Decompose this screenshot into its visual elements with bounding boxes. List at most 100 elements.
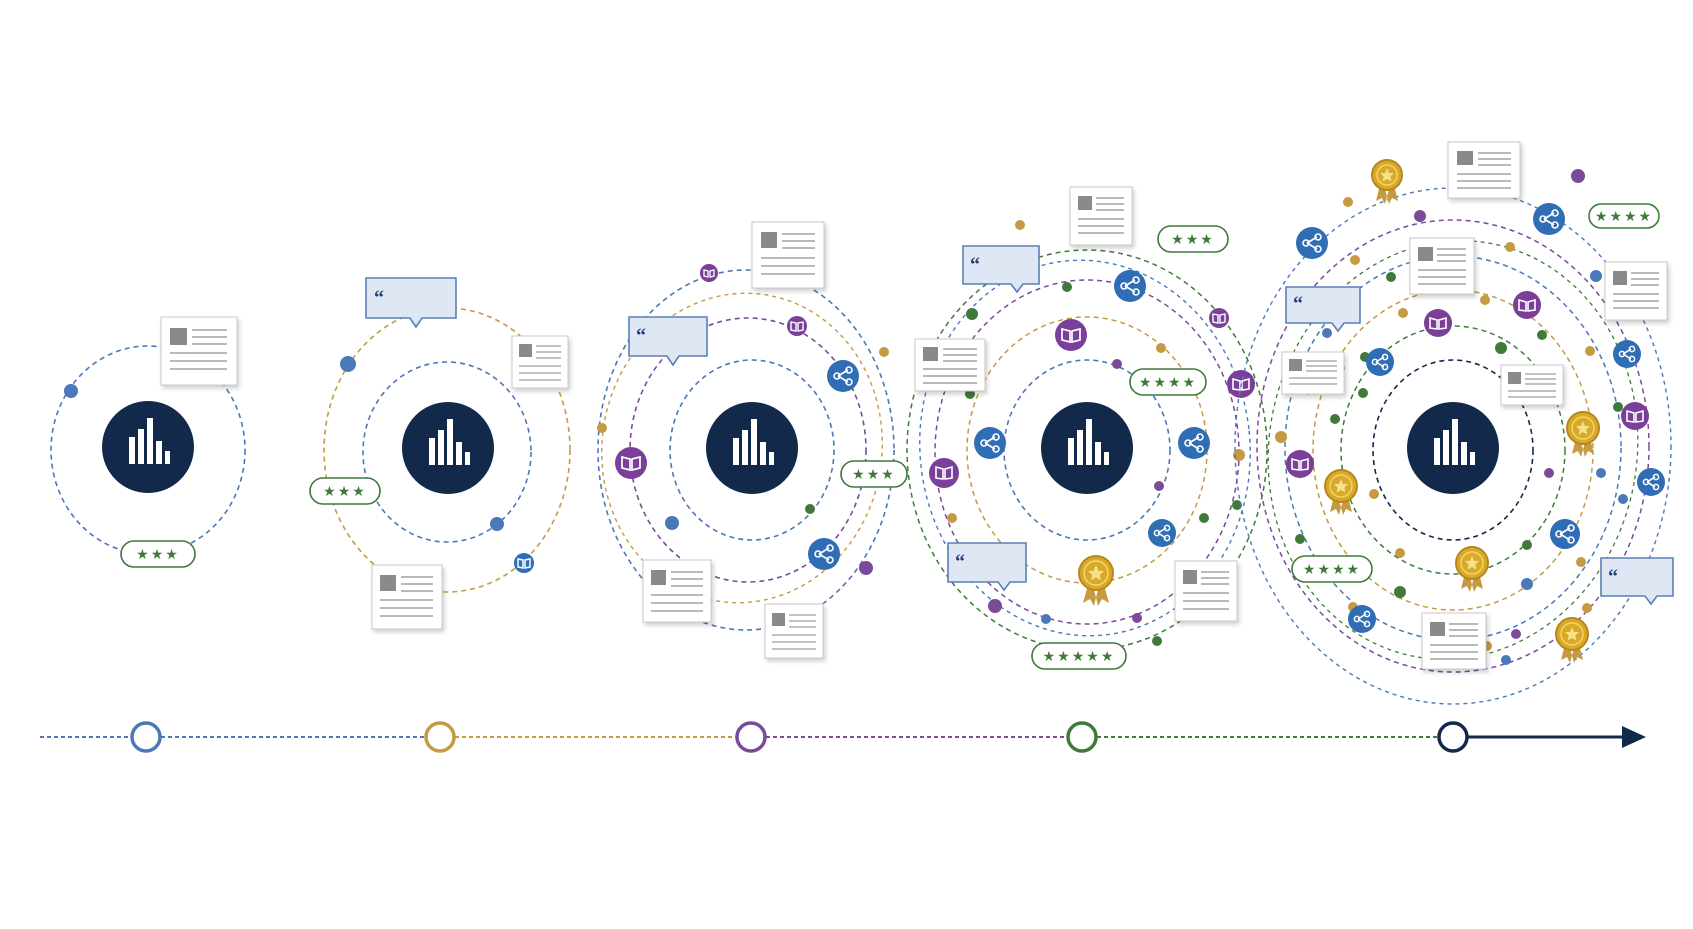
dot-node — [1394, 586, 1406, 598]
building-chart-icon — [1434, 419, 1475, 465]
dot-node — [1582, 603, 1592, 613]
quote-mark: “ — [374, 287, 384, 309]
quote-mark: “ — [636, 325, 646, 347]
quote-bubble: “ — [962, 245, 1040, 294]
orbit-ring — [1372, 359, 1534, 541]
share-icon — [974, 427, 1006, 459]
dot-node — [1544, 468, 1554, 478]
dot-node — [64, 384, 78, 398]
quote-bubble: “ — [628, 316, 708, 367]
rating-badge: ★★★★★ — [1031, 642, 1127, 670]
book-icon — [1621, 402, 1649, 430]
rating-badge: ★★★★ — [1291, 555, 1373, 583]
book-icon — [1286, 450, 1314, 478]
quote-bubble: “ — [947, 542, 1027, 592]
dot-node — [879, 347, 889, 357]
dot-node — [1154, 481, 1164, 491]
arrow-right-icon — [1622, 726, 1646, 748]
orbit-ring — [919, 259, 1251, 637]
share-icon — [1533, 203, 1565, 235]
dot-node — [1414, 210, 1426, 222]
share-icon — [827, 360, 859, 392]
book-icon — [929, 458, 959, 488]
dot-node — [1537, 330, 1547, 340]
rating-stars: ★★★★ — [1139, 375, 1197, 391]
dot-node — [1015, 220, 1025, 230]
quote-mark: “ — [1608, 566, 1618, 588]
dot-node — [1233, 449, 1245, 461]
book-icon — [1513, 291, 1541, 319]
dot-node — [1041, 614, 1051, 624]
document-card — [1604, 261, 1668, 321]
stage-2: “ ★★★ — [309, 277, 571, 630]
timeline-marker — [735, 721, 767, 753]
orbit-ring — [1267, 240, 1639, 660]
medal-icon — [1078, 555, 1114, 606]
dot-node — [1522, 540, 1532, 550]
rating-stars: ★★★★★ — [1043, 649, 1116, 665]
dot-node — [966, 308, 978, 320]
share-icon — [1348, 605, 1376, 633]
dot-node — [1585, 346, 1595, 356]
share-icon — [1550, 519, 1580, 549]
dot-node — [1275, 431, 1287, 443]
rating-badge: ★★★ — [840, 460, 908, 488]
document-card — [371, 564, 443, 630]
orbit-ring — [629, 317, 867, 583]
book-icon — [1424, 309, 1452, 337]
rating-badge: ★★★ — [120, 540, 196, 568]
dot-node — [1330, 414, 1340, 424]
dot-node — [1343, 197, 1353, 207]
quote-mark: “ — [970, 254, 980, 276]
dot-node — [1132, 613, 1142, 623]
rating-badge: ★★★ — [1157, 225, 1229, 253]
dot-node — [1398, 308, 1408, 318]
rating-stars: ★★★ — [323, 484, 367, 500]
book-icon — [1055, 319, 1087, 351]
medal-icon — [1555, 617, 1589, 663]
dot-node — [859, 561, 873, 575]
dot-node — [1295, 534, 1305, 544]
share-icon — [1613, 340, 1641, 368]
share-icon — [1366, 348, 1394, 376]
share-icon — [1637, 468, 1665, 496]
building-chart-icon — [733, 419, 774, 465]
dot-node — [805, 504, 815, 514]
dot-node — [1156, 343, 1166, 353]
orbit-ring — [669, 359, 835, 541]
dot-node — [1571, 169, 1585, 183]
document-card — [1409, 237, 1475, 295]
share-icon — [808, 538, 840, 570]
share-icon — [1296, 227, 1328, 259]
book-icon — [514, 553, 534, 573]
dot-node — [1495, 342, 1507, 354]
dot-node — [1369, 489, 1379, 499]
dot-node — [1199, 513, 1209, 523]
quote-mark: “ — [1293, 293, 1303, 315]
book-icon — [787, 316, 807, 336]
dot-node — [1596, 468, 1606, 478]
dot-node — [1590, 270, 1602, 282]
medal-icon — [1566, 411, 1600, 457]
share-icon — [1178, 427, 1210, 459]
share-icon — [1148, 519, 1176, 547]
timeline — [40, 721, 1646, 753]
dot-node — [1576, 557, 1586, 567]
orbit-ring — [597, 269, 895, 631]
timeline-marker — [1437, 721, 1469, 753]
building-chart-icon — [429, 419, 470, 465]
rating-badge: ★★★★ — [1588, 203, 1660, 229]
document-card — [751, 221, 825, 289]
dot-node — [1386, 272, 1396, 282]
dot-node — [490, 517, 504, 531]
document-card — [160, 316, 238, 386]
rating-stars: ★★★★ — [1303, 562, 1361, 578]
rating-badge: ★★★★ — [1129, 368, 1207, 396]
document-card — [1447, 141, 1521, 199]
document-card — [642, 559, 712, 623]
hub-node — [1041, 402, 1133, 494]
dot-node — [597, 423, 607, 433]
quote-bubble: “ — [1600, 557, 1674, 606]
stage-4: “ “ ★★★ ★★★★ ★★★★★ — [906, 186, 1268, 670]
